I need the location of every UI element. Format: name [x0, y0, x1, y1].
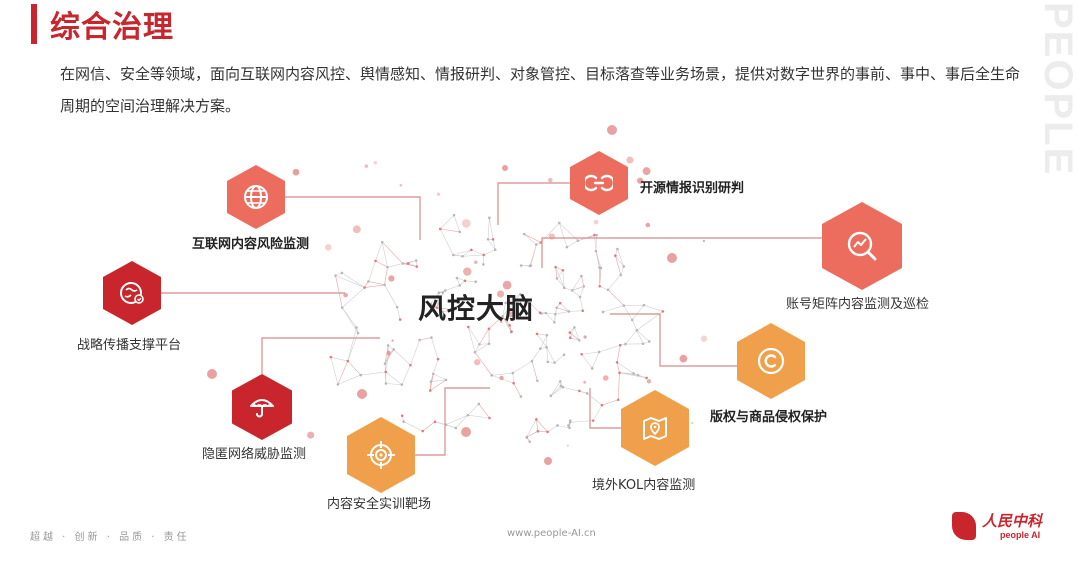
brain-mesh	[329, 213, 665, 443]
link-icon	[585, 174, 613, 192]
node-label-account-matrix: 账号矩阵内容监测及巡检	[786, 297, 930, 312]
node-label-strategic-comm: 战略传播支撑平台	[77, 338, 182, 353]
node-icon-umbrella[interactable]	[232, 374, 292, 440]
logo-mark-icon	[952, 512, 976, 540]
refresh-globe-icon	[120, 282, 144, 304]
node-label-content-risk: 互联网内容风险监测	[192, 237, 310, 252]
node-label-hidden-threat: 隐匿网络威胁监测	[202, 447, 307, 462]
node-label-range: 内容安全实训靶场	[327, 497, 432, 512]
node-label-copyright: 版权与商品侵权保护	[710, 410, 828, 425]
node-label-osint: 开源情报识别研判	[640, 181, 745, 196]
node-label-kol: 境外KOL内容监测	[592, 478, 696, 493]
globe-icon	[244, 185, 268, 209]
footer-url[interactable]: www.people-AI.cn	[507, 528, 596, 539]
copyright-icon	[757, 347, 785, 375]
page-title: 综合治理	[50, 10, 174, 45]
company-logo: 人民中科 people AI	[952, 510, 1072, 546]
node-icon-link[interactable]	[570, 151, 628, 215]
logo-text-en: people AI	[1000, 530, 1041, 540]
center-label: 风控大脑	[418, 292, 535, 325]
intro-paragraph: 在网信、安全等领域，面向互联网内容风控、舆情感知、情报研判、对象管控、目标落查等…	[60, 65, 1021, 115]
watermark-text: PEOPLE AI	[1040, 2, 1080, 177]
umbrella-icon	[250, 399, 274, 418]
map-icon	[643, 417, 667, 440]
logo-text-cn: 人民中科	[982, 512, 1043, 530]
target-icon	[367, 441, 395, 469]
search-chart-icon	[847, 231, 877, 261]
footer-slogan: 超越 · 创新 · 品质 · 责任	[30, 532, 190, 543]
title-accent-bar	[31, 4, 37, 44]
